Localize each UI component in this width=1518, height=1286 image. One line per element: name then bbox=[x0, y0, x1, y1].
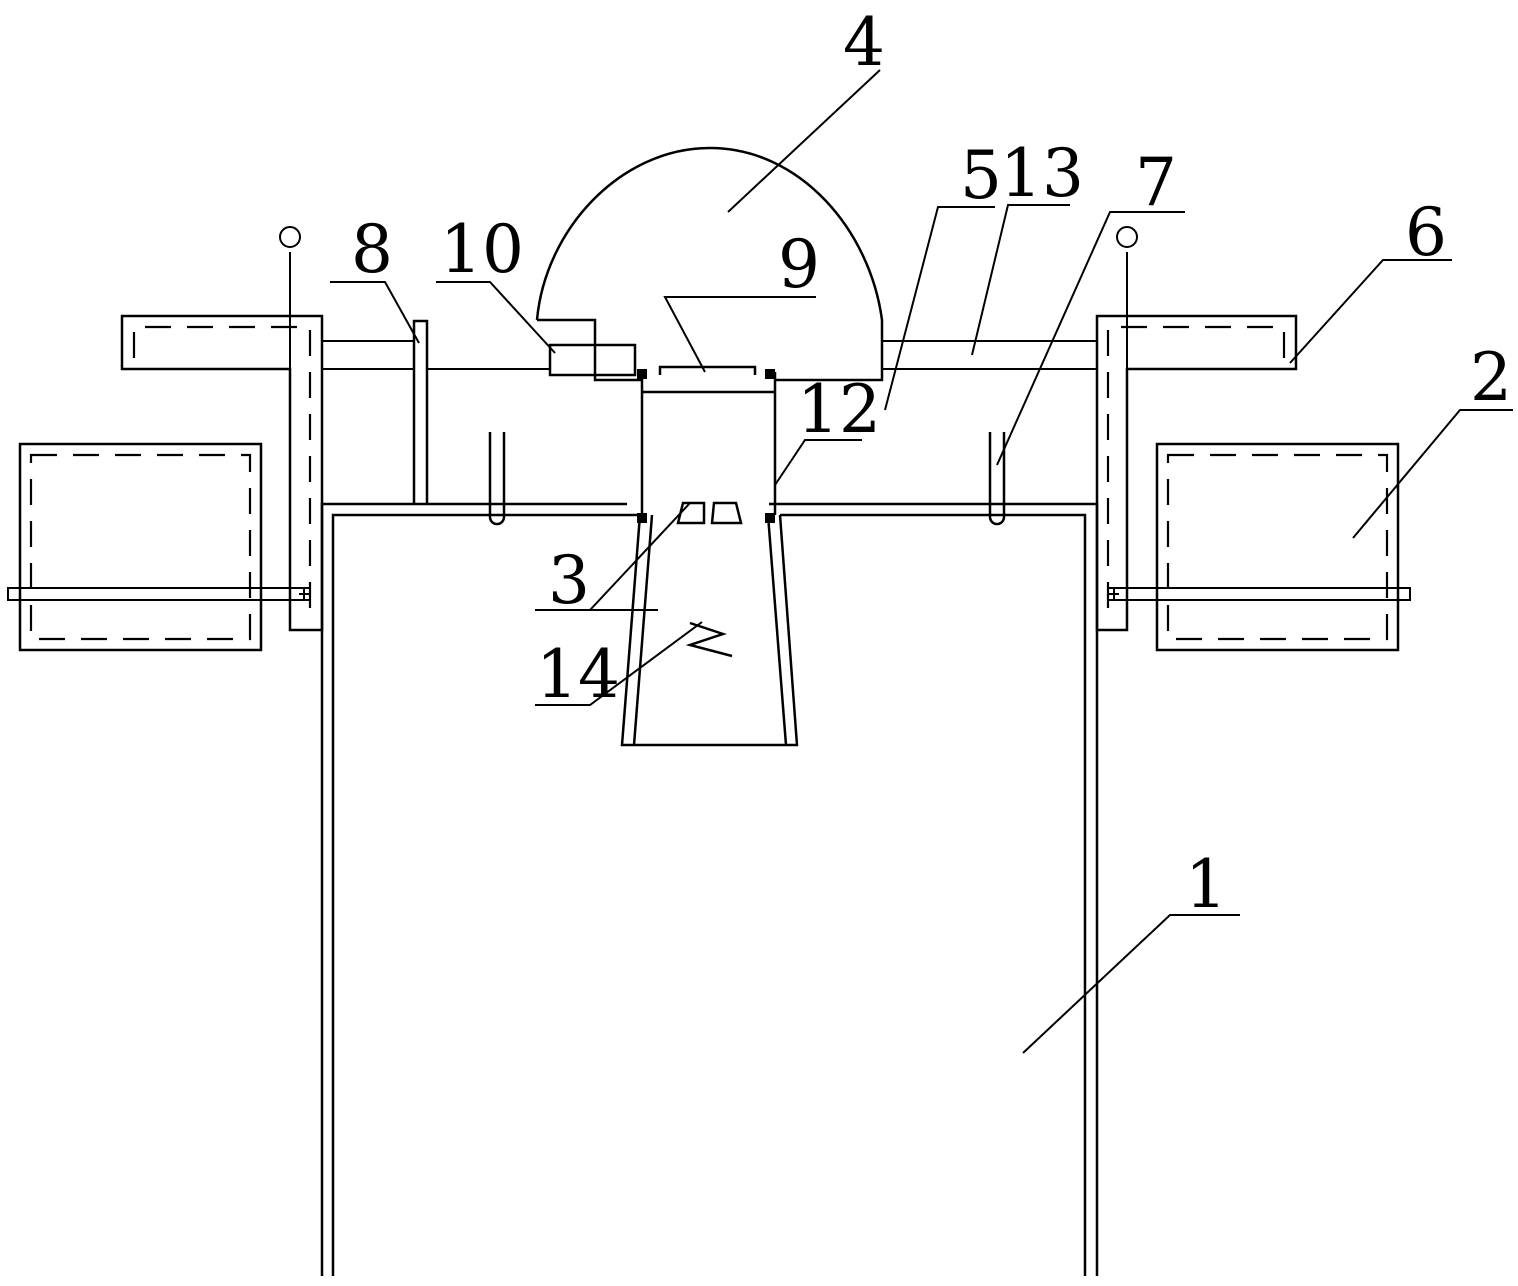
outlet-blocks bbox=[676, 501, 743, 525]
bolt-top-left bbox=[637, 369, 647, 379]
label-13: 13 bbox=[1000, 135, 1084, 212]
beams bbox=[322, 340, 1097, 370]
damper-piece bbox=[548, 343, 637, 377]
left-weight-box bbox=[7, 442, 311, 652]
label-5: 5 bbox=[960, 137, 1002, 214]
lid-plate bbox=[658, 365, 757, 375]
label-9: 9 bbox=[778, 226, 820, 303]
leader-lines bbox=[330, 69, 1513, 1054]
label-1: 1 bbox=[1185, 846, 1227, 923]
right-support-frame bbox=[1095, 226, 1298, 632]
label-10: 10 bbox=[440, 211, 524, 288]
label-14: 14 bbox=[536, 636, 620, 713]
label-12: 12 bbox=[797, 371, 881, 448]
label-2: 2 bbox=[1470, 339, 1512, 416]
label-4: 4 bbox=[843, 4, 885, 81]
label-7: 7 bbox=[1135, 144, 1177, 221]
bolt-top-right bbox=[765, 369, 775, 379]
label-3: 3 bbox=[548, 542, 590, 619]
label-6: 6 bbox=[1405, 194, 1447, 271]
main-container bbox=[320, 502, 1099, 1276]
bolt-bottom-right bbox=[765, 513, 775, 523]
reference-numerals: 1 2 3 4 5 6 7 8 9 10 12 13 14 bbox=[351, 4, 1512, 923]
label-8: 8 bbox=[351, 211, 393, 288]
dome-hood bbox=[535, 146, 884, 382]
left-support-frame bbox=[120, 226, 324, 632]
right-weight-box bbox=[1107, 442, 1411, 652]
bolt-bottom-left bbox=[637, 513, 647, 523]
hooks bbox=[488, 432, 1006, 526]
vertical-rod bbox=[412, 319, 429, 504]
connecting-rods bbox=[637, 369, 777, 523]
funnel bbox=[620, 514, 799, 747]
